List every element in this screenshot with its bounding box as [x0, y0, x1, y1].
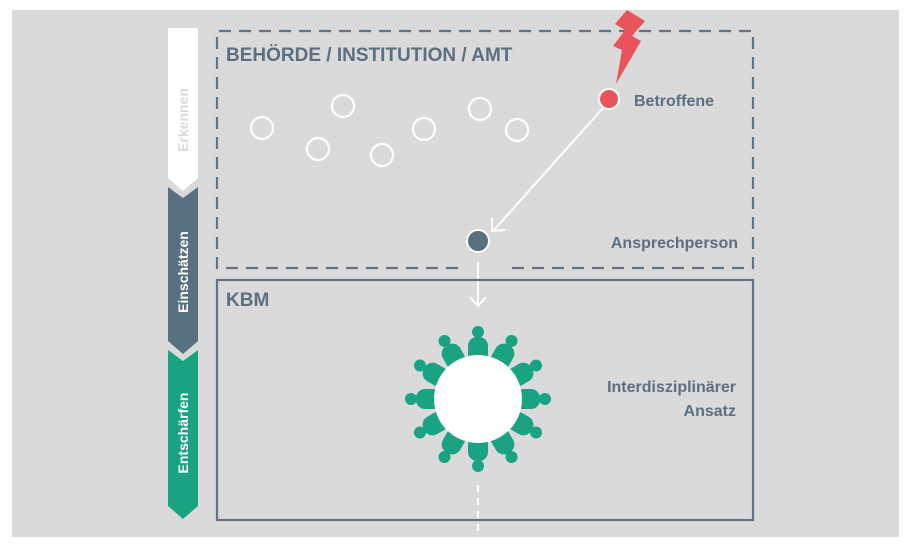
handover-arrowhead [469, 296, 487, 308]
affected-person-dot [598, 88, 620, 110]
person-circle [369, 142, 395, 168]
person-circle [467, 96, 493, 122]
affected-person-label: Betroffene [634, 93, 714, 110]
person-circle [305, 136, 331, 162]
person-circle [249, 115, 275, 141]
step-erkennen-label: Erkennen [175, 88, 191, 152]
approach-label-line1: Interdisziplinärer [607, 379, 736, 396]
kbm-box: KBM [215, 278, 755, 522]
step-erkennen-shape [168, 28, 198, 191]
authority-box-title: BEHÖRDE / INSTITUTION / AMT [226, 45, 513, 66]
authority-box-outline [215, 29, 755, 270]
step-entschaerfen-shape [168, 350, 198, 519]
step-einschaetzen-label: Einschätzen [175, 231, 191, 313]
person-circle [504, 117, 530, 143]
kbm-box-title: KBM [226, 290, 269, 311]
kbm-box-outline [215, 278, 755, 522]
staff-circles [249, 93, 530, 168]
diagram-background [12, 10, 899, 537]
lightning-bolt-icon [613, 10, 645, 84]
outgoing-arrowhead [469, 537, 487, 547]
contact-person-label: Ansprechperson [611, 235, 738, 252]
round-table [434, 355, 522, 443]
step-entschaerfen-label: Entschärfen [175, 393, 191, 474]
report-arrowhead [491, 218, 506, 233]
report-arrow-line [493, 107, 604, 231]
contact-person-dot [466, 229, 490, 253]
step-einschaetzen-shape [168, 187, 198, 354]
person-circle [330, 93, 356, 119]
person-circle [411, 116, 437, 142]
process-steps: Erkennen Einschätzen Entschärfen [168, 28, 198, 519]
authority-box: BEHÖRDE / INSTITUTION / AMT [215, 29, 755, 270]
approach-label-line2: Ansatz [684, 403, 736, 420]
